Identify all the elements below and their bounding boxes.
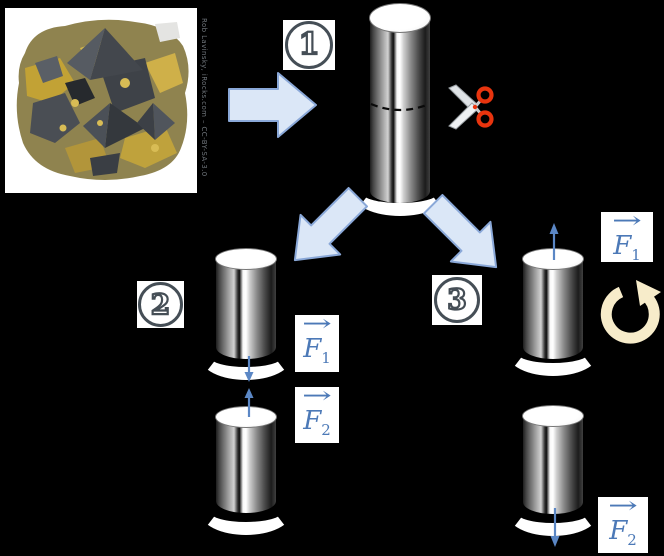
mineral-photo xyxy=(16,19,189,180)
force-symbol: F1 xyxy=(303,334,331,368)
repulsion-down-arrow-icon xyxy=(550,508,560,547)
b3-lower-magnet-shadow xyxy=(507,490,599,536)
b2-upper-magnet-cylinder xyxy=(216,259,276,359)
vector-arrow-glyph: → xyxy=(302,311,332,337)
circled-number-3: 3 xyxy=(434,277,480,323)
b2-lower-magnet-shadow xyxy=(200,489,292,535)
branch-left-block-arrow-icon xyxy=(293,186,369,262)
scissors-icon xyxy=(448,84,494,130)
b3-upper-magnet-cylinder xyxy=(523,259,583,359)
mineral-photo-frame xyxy=(5,8,197,193)
attraction-force-arrows-icon xyxy=(244,356,254,417)
vector-arrow-glyph: → xyxy=(612,208,642,234)
cut-line-dashed xyxy=(370,102,430,112)
vector-arrow-glyph: → xyxy=(302,383,332,409)
b3-upper-magnet-shadow xyxy=(507,330,599,376)
step-2-badge: 2 xyxy=(137,281,184,328)
b2-lower-magnet-cylinder xyxy=(216,417,276,513)
force-symbol: F2 xyxy=(609,516,637,550)
step-1-badge: 1 xyxy=(283,20,335,70)
circled-number-2: 2 xyxy=(138,282,183,327)
b3-force-f1-label: → F1 xyxy=(601,210,653,265)
b3-force-f2-label: → F2 xyxy=(598,495,648,553)
photo-credit: Rob Lavinsky, iRocks.com – CC-BY-SA-3.0 xyxy=(200,18,208,177)
force-symbol: F1 xyxy=(613,231,641,265)
force-symbol: F2 xyxy=(303,406,331,440)
b3-lower-magnet-top-face xyxy=(522,405,584,427)
repulsion-up-arrow-icon xyxy=(549,223,559,260)
vector-arrow-glyph: → xyxy=(608,493,638,519)
whole-magnet-top-face xyxy=(369,3,431,33)
clockwise-rotation-icon xyxy=(600,280,661,344)
b2-lower-magnet-top-face xyxy=(215,406,277,428)
b2-force-f2-label: → F2 xyxy=(295,385,339,443)
step-3-badge: 3 xyxy=(432,275,482,325)
step1-right-block-arrow-icon xyxy=(228,72,317,138)
b2-force-f1-label: → F1 xyxy=(295,313,339,372)
b3-lower-magnet-cylinder xyxy=(523,416,583,514)
b2-upper-magnet-top-face xyxy=(215,248,277,270)
branch-right-block-arrow-icon xyxy=(422,193,498,269)
circled-number-1: 1 xyxy=(285,21,333,69)
